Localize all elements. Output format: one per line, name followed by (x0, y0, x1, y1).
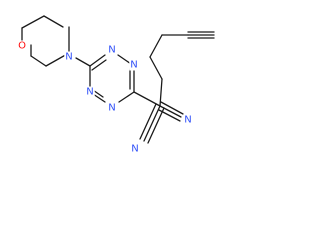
bond (75, 57, 91, 67)
bond (30, 55, 47, 67)
bond (147, 107, 165, 144)
bond (160, 101, 184, 115)
bond (143, 105, 161, 142)
tetrazine-nitrogen-label: N (86, 87, 93, 98)
molecule-structure: O N N N N N N N (17, 15, 215, 155)
atom-label-background (17, 40, 28, 52)
nitrile-nitrogen-label: N (131, 144, 138, 155)
bond (149, 34, 163, 58)
bond (89, 54, 106, 67)
bond (139, 103, 157, 140)
atom-label-background (107, 102, 117, 114)
bond (91, 59, 107, 71)
bond (118, 91, 135, 103)
atom-label-background (64, 51, 74, 63)
tetrazine-nitrogen-label: N (130, 60, 137, 71)
tetrazine-nitrogen-label: N (108, 103, 115, 114)
morpholine-nitrogen-label: N (65, 52, 72, 63)
oxygen-atom-label: O (18, 41, 26, 52)
bond (21, 15, 45, 29)
tetrazine-nitrogen-label: N (108, 45, 115, 56)
atom-label-background (85, 86, 95, 98)
atom-label-background (129, 59, 139, 71)
bond (43, 15, 64, 28)
atom-labels: O N N N N N N N (17, 40, 193, 155)
atom-label-background (130, 143, 140, 155)
bond (159, 78, 163, 107)
structure-canvas: O N N N N N N N (17, 15, 215, 155)
atom-label-background (107, 44, 117, 56)
bond (149, 56, 163, 80)
nitrile-nitrogen-label: N (184, 115, 191, 126)
atom-label-background (183, 114, 193, 126)
